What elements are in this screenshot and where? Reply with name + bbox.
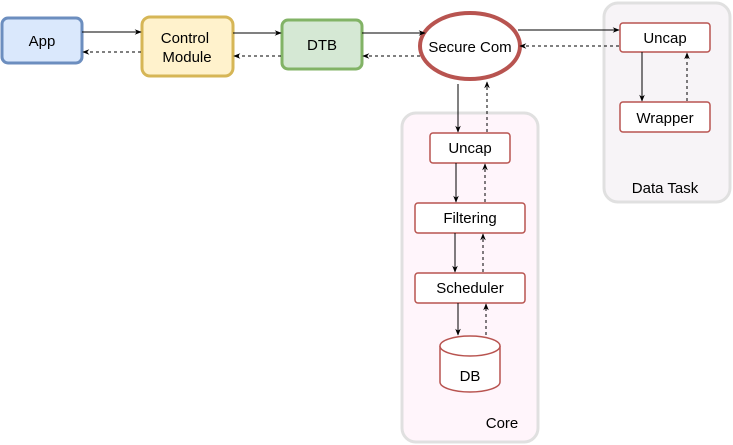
- control-module-node: Control Module: [140, 15, 235, 78]
- control-module-label: Control Module: [161, 30, 214, 66]
- core-uncap-label: Uncap: [448, 140, 491, 157]
- data-uncap-label: Uncap: [643, 30, 686, 47]
- control-module-label-line1: Control: [161, 30, 209, 47]
- scheduler-node: Scheduler: [414, 272, 526, 304]
- wrapper-label: Wrapper: [636, 110, 693, 127]
- edges: [82, 27, 690, 336]
- data-task-group-label: Data Task: [632, 180, 699, 197]
- filtering-label: Filtering: [443, 210, 496, 227]
- db-node: DB: [439, 335, 501, 393]
- scheduler-label: Scheduler: [436, 280, 504, 297]
- dtb-node: DTB: [280, 18, 364, 71]
- control-module-label-line2: Module: [162, 49, 211, 66]
- secure-com-label: Secure Com: [428, 39, 511, 56]
- core-uncap-node: Uncap: [429, 132, 511, 164]
- core-group-label: Core: [486, 415, 519, 432]
- secure-com-node: Secure Com: [418, 11, 522, 81]
- app-label: App: [29, 33, 56, 50]
- data-uncap-node: Uncap: [619, 22, 711, 53]
- wrapper-node: Wrapper: [619, 101, 711, 133]
- dtb-label: DTB: [307, 37, 337, 54]
- db-label: DB: [460, 368, 481, 385]
- app-node: App: [0, 16, 84, 65]
- filtering-node: Filtering: [414, 202, 526, 234]
